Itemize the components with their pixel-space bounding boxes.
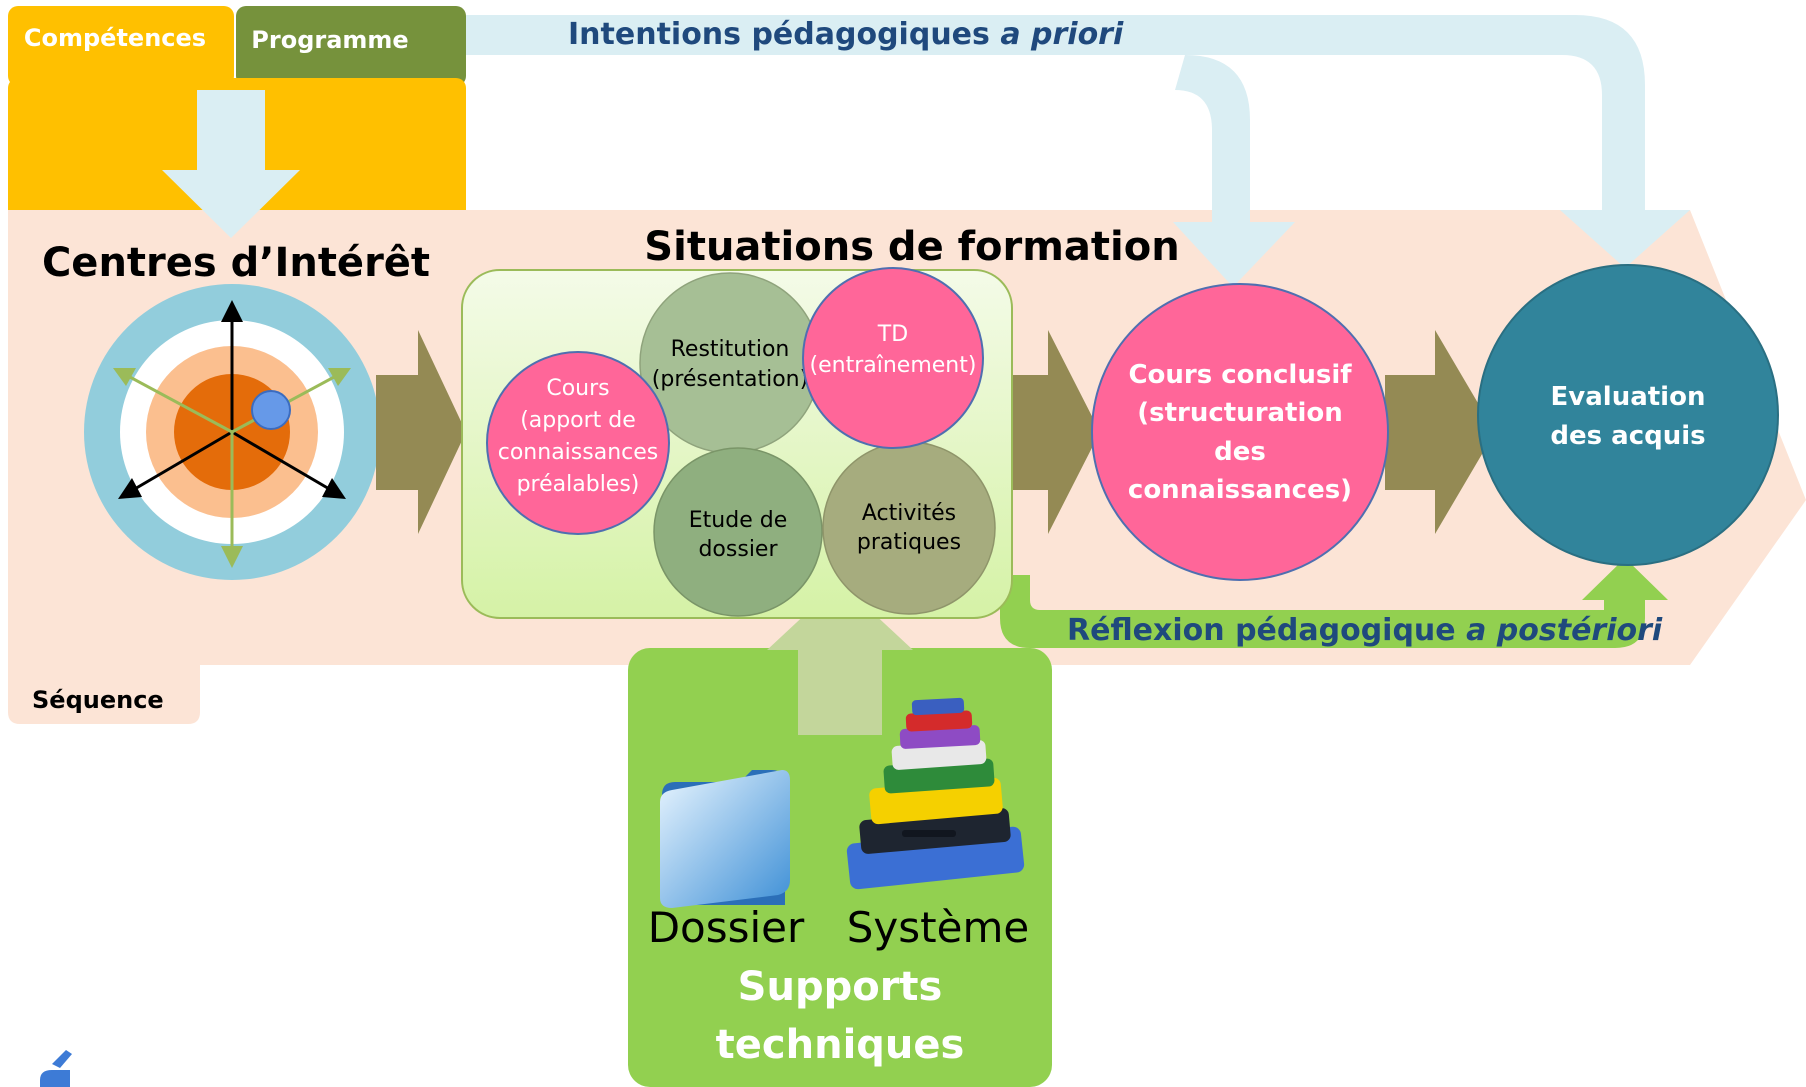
svg-text:Cours: Cours: [546, 376, 609, 401]
svg-text:connaissances): connaissances): [1128, 475, 1352, 505]
svg-text:Cours conclusif: Cours conclusif: [1128, 360, 1352, 390]
situations-title: Situations de formation: [644, 224, 1179, 270]
competences-label: Compétences: [24, 24, 206, 52]
svg-text:(structuration: (structuration: [1137, 398, 1343, 428]
cours-circle: Cours (apport de connaissances préalable…: [486, 351, 670, 535]
supports-title-line1: Supports: [738, 964, 943, 1010]
programme-down-arrow: [162, 90, 300, 238]
programme-tab: Programme: [236, 6, 466, 86]
svg-text:(entraînement): (entraînement): [810, 353, 977, 378]
cours-conclusif-circle: Cours conclusif (structuration des conna…: [1091, 283, 1389, 581]
competences-tab: Compétences: [8, 6, 234, 86]
centres-title: Centres d’Intérêt: [42, 240, 430, 286]
svg-text:des acquis: des acquis: [1550, 421, 1705, 451]
flow-arrow-2: [1008, 330, 1100, 534]
systeme-label: Système: [847, 903, 1029, 952]
stacked-cases-icon: [846, 697, 1025, 890]
reflexion-text: Réflexion pédagogique a postériori: [1067, 613, 1663, 648]
svg-text:des: des: [1214, 437, 1266, 467]
intentions-arrow-to-evaluation: [466, 15, 1690, 268]
evaluation-circle: Evaluation des acquis: [1477, 264, 1779, 566]
logo-accent-icon: [52, 1050, 72, 1068]
td-circle: TD (entraînement): [802, 267, 984, 449]
activites-circle: Activités pratiques: [822, 441, 996, 615]
svg-text:dossier: dossier: [698, 537, 778, 562]
svg-text:pratiques: pratiques: [857, 530, 961, 555]
svg-text:connaissances: connaissances: [498, 440, 658, 465]
reflexion-arrow: [1000, 558, 1668, 648]
centres-target: [84, 284, 380, 580]
intentions-arrow-to-conclusif: [1173, 55, 1295, 287]
flow-arrow-3: [1385, 330, 1495, 534]
programme-label: Programme: [251, 26, 408, 54]
svg-text:Activités: Activités: [862, 501, 956, 526]
folder-icon: [660, 770, 790, 908]
svg-text:Restitution: Restitution: [671, 337, 790, 362]
sequence-label: Séquence: [32, 686, 164, 714]
etude-circle: Etude de dossier: [653, 447, 823, 617]
flow-arrow-1: [376, 330, 466, 534]
svg-text:Etude de: Etude de: [689, 508, 787, 533]
svg-text:préalables): préalables): [517, 472, 640, 497]
svg-text:Evaluation: Evaluation: [1551, 382, 1706, 412]
dossier-label: Dossier: [648, 903, 805, 952]
intentions-text: Intentions pédagogiques a priori: [568, 17, 1124, 52]
logo-icon: [40, 1070, 70, 1087]
svg-text:(apport de: (apport de: [520, 408, 636, 433]
svg-text:TD: TD: [877, 322, 908, 347]
supports-title-line2: techniques: [716, 1022, 965, 1068]
supports-up-arrow: [767, 582, 913, 735]
svg-text:(présentation): (présentation): [652, 367, 808, 392]
